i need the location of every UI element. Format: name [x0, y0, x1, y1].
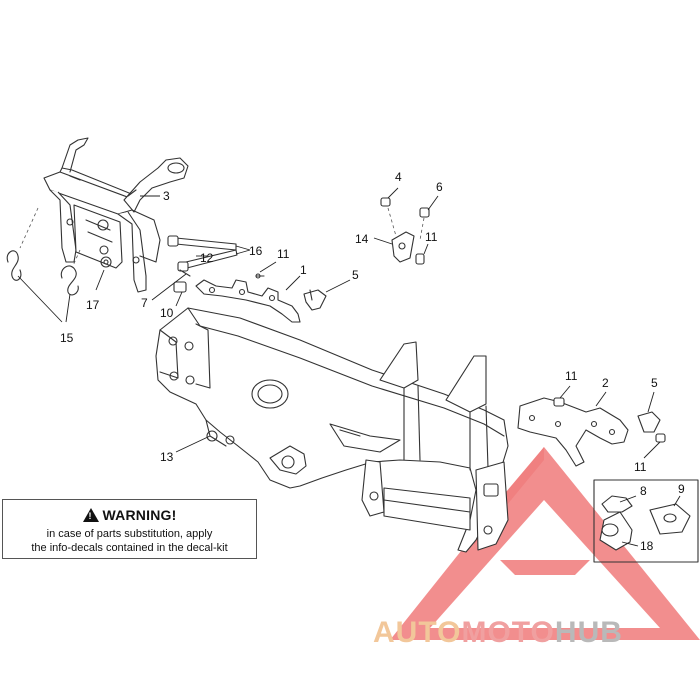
warning-title: !WARNING!: [3, 507, 256, 523]
callout-8: 8: [640, 484, 647, 498]
callout-7: 7: [141, 296, 148, 310]
spring-clips: [6, 207, 81, 296]
callout-15: 15: [60, 331, 74, 345]
callout-18: 18: [640, 539, 654, 553]
warning-text-line-2: the info-decals contained in the decal-k…: [31, 542, 228, 554]
watermark-auto: AUTO: [373, 616, 462, 649]
warning-notice: !WARNING! in case of parts substitution,…: [2, 499, 257, 559]
watermark-logo-triangle: [390, 447, 700, 640]
callout-6: 6: [436, 180, 443, 194]
warning-triangle-icon: !: [82, 508, 99, 522]
callout-1: 1: [300, 263, 307, 277]
callout-16: 16: [249, 244, 263, 258]
callout-11-upper-left: 11: [277, 247, 290, 261]
main-frame: [155, 307, 509, 553]
callout-13: 13: [160, 450, 174, 464]
callout-17: 17: [86, 298, 100, 312]
front-fasteners: [100, 235, 238, 293]
rear-bracket-cluster: [380, 197, 430, 265]
callout-11-upper-right: 11: [425, 230, 438, 244]
upper-rail-bracket: [195, 273, 327, 323]
callout-5-upper: 5: [352, 268, 359, 282]
callout-labels: 3 15 17 16 12 7 10 11 1 5 4 6 14 11 13 1…: [60, 170, 685, 553]
watermark-moto: MOTO: [461, 616, 555, 649]
callout-5-lower: 5: [651, 376, 658, 390]
callout-9: 9: [678, 482, 685, 496]
leader-lines: [17, 187, 681, 547]
callout-12: 12: [200, 251, 214, 265]
watermark-hub: HUB: [554, 616, 623, 649]
callout-4: 4: [395, 170, 402, 184]
callout-11-lower-left: 11: [565, 369, 578, 383]
lower-rail-bracket: [517, 397, 666, 467]
watermark-wordmark: AUTOMOTOHUB: [373, 616, 623, 650]
callout-10: 10: [160, 306, 174, 320]
warning-text-line-1: in case of parts substitution, apply: [46, 528, 213, 540]
callout-3: 3: [163, 189, 170, 203]
callout-11-lower-right: 11: [634, 460, 647, 474]
callout-2: 2: [602, 376, 609, 390]
front-subframe-bracket: [43, 137, 189, 293]
callout-14: 14: [355, 232, 369, 246]
